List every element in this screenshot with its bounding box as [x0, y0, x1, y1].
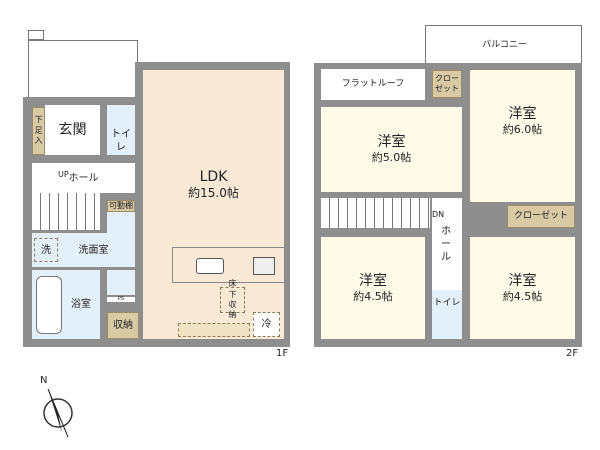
compass-north-label: N	[40, 375, 48, 386]
western-4b-name: 洋室	[508, 272, 537, 289]
shoe-storage-label: 下足入	[34, 115, 43, 146]
western-4a-name: 洋室	[359, 272, 387, 289]
hall-2f-label: ホール	[441, 226, 451, 263]
hall-2f	[432, 198, 462, 290]
stove-icon	[253, 257, 275, 275]
entrance-label: 玄関	[58, 121, 87, 138]
bathroom-label: 浴室	[71, 299, 91, 310]
western-6-name: 洋室	[508, 105, 537, 122]
stairs-1f	[32, 193, 100, 230]
closet-small: クローゼット	[432, 70, 462, 98]
western-6-size: 約6.0帖	[502, 122, 543, 136]
storage-1f: 収納	[107, 312, 139, 339]
movable-shelf: 可動棚	[107, 200, 135, 212]
closet-small-label: クローゼット	[435, 73, 459, 93]
hall-1f: ホール	[32, 163, 135, 193]
toilet-2f-label: トイレ	[433, 297, 461, 308]
porch	[28, 40, 138, 100]
movable-shelf-label: 可動棚	[109, 200, 133, 210]
western-5-size: 約5.0帖	[371, 151, 412, 165]
stairs-down-label: DN	[432, 210, 445, 219]
sink-icon	[196, 258, 224, 274]
kitchen-counter	[172, 247, 285, 283]
stairs-up-label: UP	[58, 170, 69, 179]
porch-step	[28, 30, 44, 40]
cupboard	[178, 323, 250, 337]
hall-label: ホール	[68, 172, 99, 184]
toilet-label: トイレ	[111, 129, 131, 153]
room-toilet-1f: トイレ	[107, 105, 135, 155]
washer-space: 洗	[34, 238, 58, 262]
room-western-6: 洋室 約6.0帖	[470, 70, 575, 202]
ldk-name: LDK	[199, 168, 228, 185]
balcony: バルコニー	[432, 32, 577, 60]
western-5-name: 洋室	[377, 134, 406, 151]
washer-label: 洗	[41, 244, 51, 256]
fridge-space: 冷	[253, 312, 280, 337]
shoe-storage: 下足入	[32, 107, 45, 155]
flat-roof: フラットルーフ	[321, 69, 425, 100]
compass: N	[38, 375, 83, 440]
western-4a-size: 約4.5帖	[353, 289, 393, 303]
balcony-label: バルコニー	[482, 40, 527, 51]
compass-arrow-icon	[43, 388, 73, 438]
room-western-4a: 洋室 約4.5帖	[321, 237, 425, 339]
room-toilet-2f: トイレ	[432, 290, 462, 339]
floor-label-2f: 2F	[566, 348, 579, 359]
underfloor-storage: 床下収納	[220, 279, 245, 319]
closet: クローゼット	[507, 205, 575, 228]
pipe-space: PS	[107, 296, 135, 303]
stairs-2f	[321, 198, 430, 228]
basin	[107, 270, 135, 295]
room-western-5: 洋室 約5.0帖	[321, 107, 462, 192]
storage-label: 収納	[113, 320, 133, 331]
floor-label-1f: 1F	[276, 348, 289, 359]
closet-label: クローゼット	[513, 210, 568, 221]
bathtub-icon	[36, 276, 62, 334]
underfloor-storage-label: 床下収納	[228, 279, 237, 320]
room-entrance: 玄関	[45, 105, 100, 155]
room-ldk: LDK 約15.0帖	[143, 70, 284, 339]
western-4b-size: 約4.5帖	[502, 289, 543, 303]
room-western-4b: 洋室 約4.5帖	[470, 237, 575, 339]
balcony-outer	[425, 25, 582, 65]
fridge-label: 冷	[261, 319, 272, 330]
flat-roof-label: フラットルーフ	[341, 78, 405, 89]
ldk-size: 約15.0帖	[188, 185, 239, 200]
washroom-label: 洗面室	[78, 244, 109, 256]
pipe-space-label: PS	[117, 296, 125, 303]
